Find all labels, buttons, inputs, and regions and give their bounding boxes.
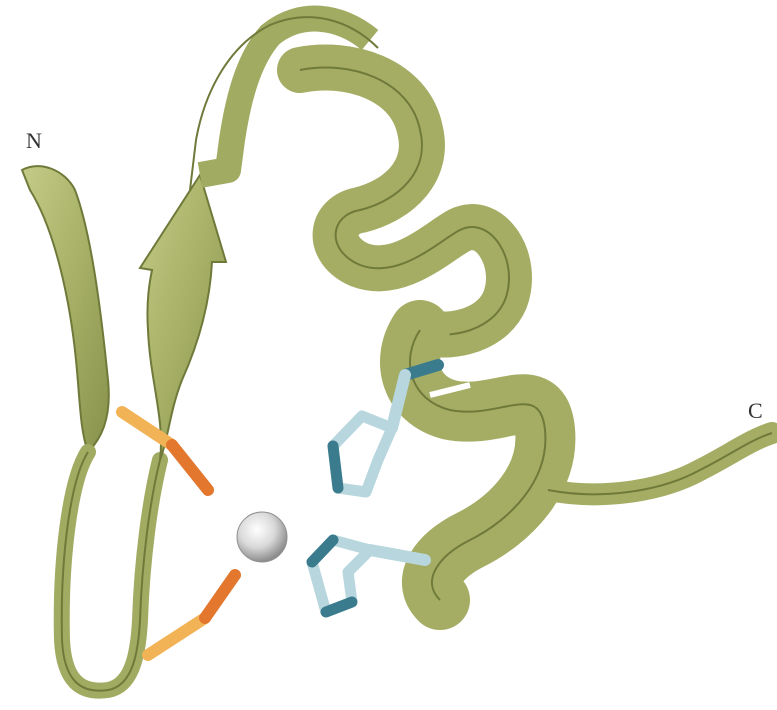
n-terminus-label: N <box>26 128 42 153</box>
alpha-helix <box>300 68 545 601</box>
c-terminal-tail <box>548 433 772 494</box>
cysteine-side-chain-2 <box>148 575 235 655</box>
c-terminus-label: C <box>748 398 763 423</box>
zinc-ion <box>237 512 287 562</box>
